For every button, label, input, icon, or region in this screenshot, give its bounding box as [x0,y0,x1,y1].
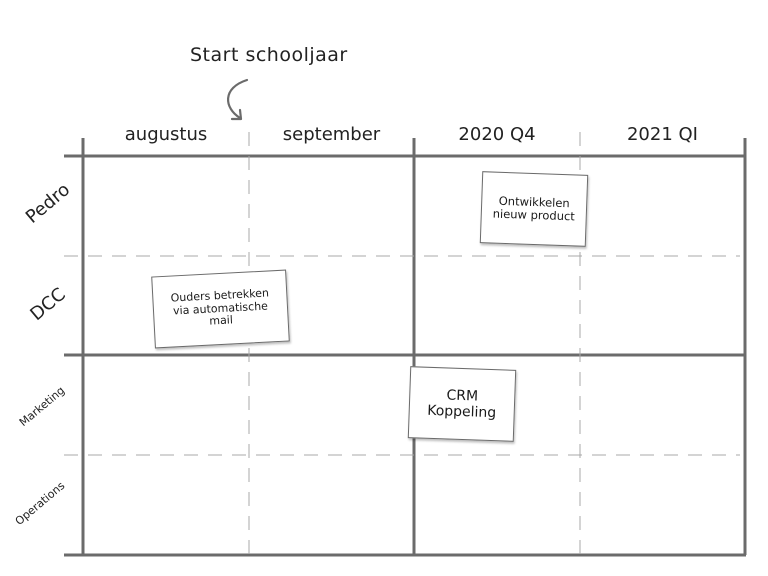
sticky-note[interactable]: Ouders betrekken via automatische mail [151,269,290,349]
sticky-note[interactable]: Ontwikkelen nieuw product [479,171,589,247]
start-schooljaar-annotation: Start schooljaar [190,44,348,66]
column-header-2020-q4: 2020 Q4 [458,124,536,145]
note-line: Koppeling [426,402,497,422]
note-line: nieuw product [492,206,576,224]
arrow-head [230,108,243,121]
column-header-augustus: augustus [124,124,208,145]
column-header-september: september [282,124,381,145]
column-header-2021-q1: 2021 QI [626,124,698,145]
curved-arrow-down-icon [227,78,249,120]
sticky-note[interactable]: CRM Koppeling [407,366,517,442]
